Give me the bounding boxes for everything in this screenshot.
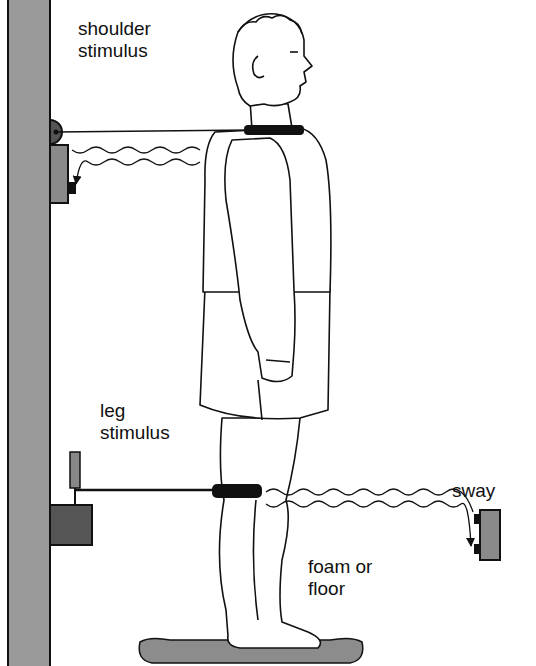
knee-strap xyxy=(212,484,262,498)
label-text: shoulder stimulus xyxy=(78,18,178,62)
sway-wave xyxy=(72,147,200,153)
sway-wave xyxy=(76,159,200,184)
leg-actuator xyxy=(50,505,92,545)
label-text: foam or floor xyxy=(308,556,390,600)
shoulder-strap xyxy=(244,125,304,135)
shoulder-sensor xyxy=(50,145,68,203)
label-text: leg stimulus xyxy=(100,400,184,444)
wall xyxy=(8,0,50,666)
standing-man xyxy=(200,14,331,648)
sway-wave xyxy=(266,489,473,512)
leg-rod xyxy=(75,489,215,492)
leg-sway-sensor xyxy=(480,510,500,560)
label-text: sway xyxy=(452,480,522,502)
sway-wave xyxy=(266,501,471,546)
